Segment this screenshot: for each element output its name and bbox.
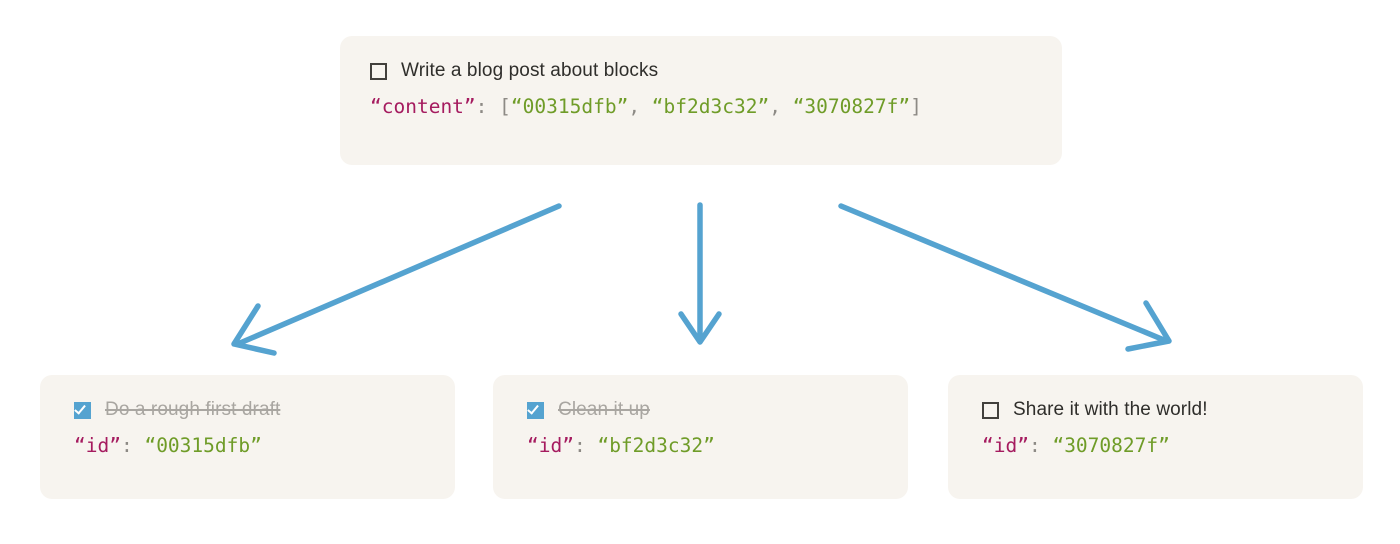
- json-separator-2: ,: [769, 95, 793, 118]
- json-key: “id”: [982, 434, 1029, 457]
- checkbox-unchecked-icon[interactable]: [982, 401, 999, 419]
- child-task-label-3: Share it with the world!: [1013, 399, 1208, 420]
- json-open-bracket: [: [499, 95, 511, 118]
- json-close-bracket: ]: [910, 95, 922, 118]
- checkmark-icon: [74, 401, 86, 415]
- child-task-card-1[interactable]: Do a rough first draft “id”: “00315dfb”: [40, 375, 455, 499]
- child-todo-row-3[interactable]: Share it with the world!: [948, 397, 1363, 423]
- json-value: “3070827f”: [1052, 434, 1170, 457]
- child-json-line-1: “id”: “00315dfb”: [40, 434, 455, 457]
- json-value-1: “00315dfb”: [510, 95, 629, 118]
- checkbox-unchecked-icon[interactable]: [370, 62, 387, 80]
- arrow-to-left-child: [231, 203, 562, 356]
- json-value-2: “bf2d3c32”: [651, 95, 770, 118]
- json-value: “00315dfb”: [144, 434, 262, 457]
- json-key: “id”: [74, 434, 121, 457]
- child-todo-row-2[interactable]: Clean it up: [493, 397, 908, 423]
- json-key: “content”: [370, 95, 476, 118]
- parent-task-card[interactable]: Write a blog post about blocks “content”…: [340, 36, 1062, 165]
- json-value: “bf2d3c32”: [597, 434, 715, 457]
- child-task-label-2: Clean it up: [558, 399, 650, 420]
- child-task-card-3[interactable]: Share it with the world! “id”: “3070827f…: [948, 375, 1363, 499]
- parent-task-label: Write a blog post about blocks: [401, 60, 659, 81]
- json-colon: :: [120, 434, 145, 457]
- child-json-line-2: “id”: “bf2d3c32”: [493, 434, 908, 457]
- child-task-label-1: Do a rough first draft: [105, 399, 281, 420]
- parent-todo-row[interactable]: Write a blog post about blocks: [370, 58, 1032, 84]
- json-separator-1: ,: [628, 95, 652, 118]
- json-value-3: “3070827f”: [792, 95, 911, 118]
- child-task-card-2[interactable]: Clean it up “id”: “bf2d3c32”: [493, 375, 908, 499]
- checkmark-icon: [527, 401, 539, 415]
- json-colon: :: [475, 95, 500, 118]
- arrow-to-right-child: [838, 203, 1172, 352]
- child-json-line-3: “id”: “3070827f”: [948, 434, 1363, 457]
- json-colon: :: [1028, 434, 1053, 457]
- child-todo-row-1[interactable]: Do a rough first draft: [40, 397, 455, 423]
- arrow-to-middle-child: [678, 202, 722, 345]
- json-key: “id”: [527, 434, 574, 457]
- json-colon: :: [573, 434, 598, 457]
- checkbox-checked-icon[interactable]: [527, 401, 544, 419]
- checkbox-checked-icon[interactable]: [74, 401, 91, 419]
- parent-json-line: “content”: [“00315dfb”, “bf2d3c32”, “307…: [370, 95, 1032, 118]
